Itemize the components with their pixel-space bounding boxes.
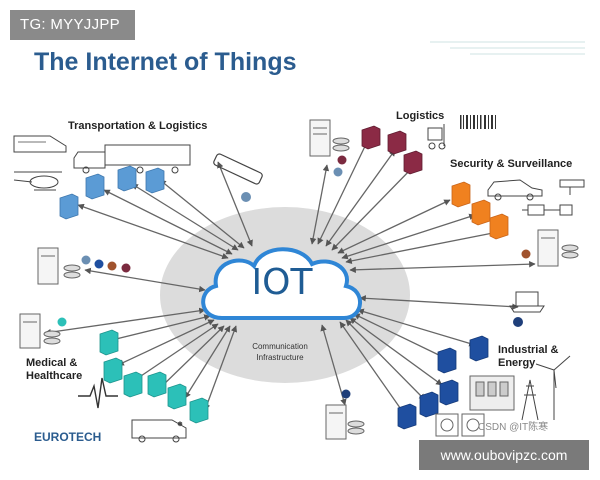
decor-lines: [430, 41, 585, 55]
helicopter-icon: [13, 171, 62, 191]
machine-icon: [469, 375, 515, 411]
phone-icon: [213, 153, 263, 202]
laptop-icon: [509, 291, 545, 327]
sector-label-logistics: Logistics: [396, 110, 445, 122]
transport-cubes: [59, 165, 165, 220]
truck-icon: [73, 144, 191, 174]
footer-url: www.oubovipzc.com: [419, 440, 589, 470]
server-icon-left: [37, 247, 131, 285]
ecg-icon: [78, 377, 118, 409]
forklift-icon: [427, 124, 446, 150]
server-icon-bottom: [325, 389, 365, 440]
sector-label-industrial-2: Energy: [498, 357, 536, 369]
tag-label: TG: MYYJJPP: [10, 10, 135, 40]
brand-logo: EUROTECH: [34, 430, 102, 444]
sector-label-transport: Transportation & Logistics: [68, 120, 208, 132]
sector-label-medical-2: Healthcare: [26, 370, 83, 382]
car-icon: [487, 179, 543, 201]
train-icon: [13, 135, 67, 153]
iot-label: IOT: [251, 262, 313, 303]
sector-label-medical-1: Medical &: [26, 357, 78, 369]
sector-label-industrial-1: Industrial &: [498, 344, 559, 356]
watermark: CSDN @IT陈寒: [478, 422, 549, 433]
camera-icon: [522, 179, 585, 216]
comm-line-2: Infrastructure: [256, 353, 304, 362]
power-tower-icon: [521, 379, 539, 421]
server-icon-right: [521, 229, 579, 267]
iot-cloud: [201, 247, 362, 320]
sector-label-security: Security & Surveillance: [450, 158, 573, 170]
comm-line-1: Communication: [252, 342, 308, 351]
industrial-cubes: [397, 335, 489, 430]
barcode-icon: [460, 115, 496, 129]
security-cubes: [451, 181, 509, 240]
ambulance-icon: *: [131, 419, 187, 443]
comm-infrastructure-label: Communication Infrastructure: [230, 341, 330, 363]
gauges-icon: [435, 413, 485, 437]
connection-arrows: [44, 139, 536, 416]
server-icon: [309, 119, 350, 177]
wind-turbine-icon: [535, 355, 571, 420]
page-title: The Internet of Things: [34, 48, 297, 76]
server-icon-medical: [19, 313, 67, 349]
logistics-cubes: [361, 125, 423, 175]
svg-text:*: *: [178, 421, 182, 430]
medical-cubes: [99, 329, 209, 424]
